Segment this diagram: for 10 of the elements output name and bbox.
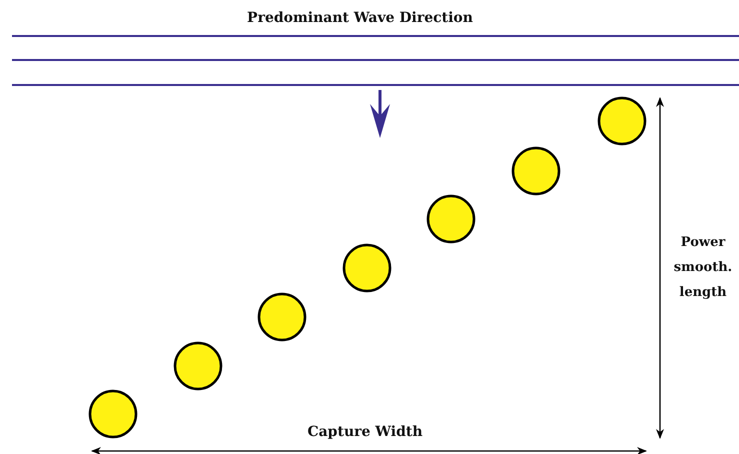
circle-marker bbox=[342, 243, 392, 293]
circle-marker bbox=[597, 96, 647, 146]
circle-marker bbox=[257, 292, 307, 342]
circle-marker bbox=[88, 389, 138, 439]
dimension-label: Power smooth. length bbox=[672, 234, 734, 302]
dimension-label: Capture Width bbox=[306, 423, 424, 442]
heading-label: Predominant Wave Direction bbox=[246, 9, 474, 28]
circle-marker bbox=[511, 146, 561, 196]
circle-marker bbox=[173, 341, 223, 391]
circle-marker bbox=[426, 194, 476, 244]
